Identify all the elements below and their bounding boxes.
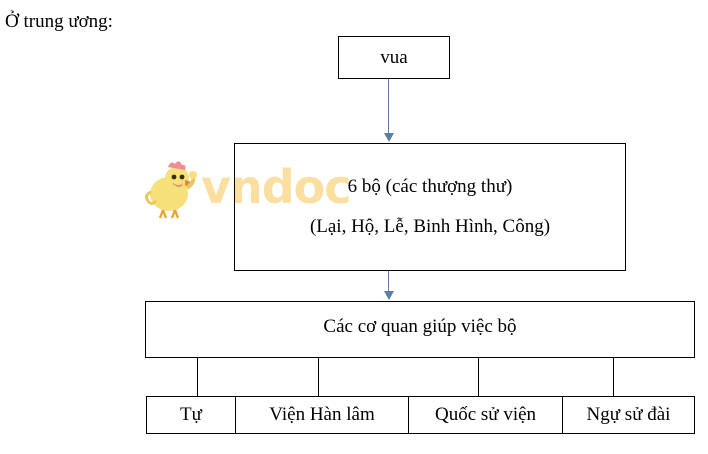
node-six-ministries-label: 6 bộ (các thượng thư) (347, 176, 513, 197)
connector-agencies-to-leaf-0 (197, 358, 199, 396)
node-leaf-ngu-su-dai-label: Ngự sử đài (586, 404, 671, 425)
node-leaf-tu-label: Tự (180, 404, 202, 425)
node-leaf-ngu-su-dai: Ngự sử đài (562, 396, 695, 434)
node-king-label: vua (380, 46, 408, 68)
node-leaf-tu: Tự (146, 396, 236, 434)
connector-king-to-ministries-arrowhead (384, 133, 394, 142)
connector-agencies-to-leaf-3 (613, 358, 615, 396)
node-leaf-quoc-su-vien-label: Quốc sử viện (434, 404, 537, 425)
node-six-ministries: 6 bộ (các thượng thư) (Lại, Hộ, Lễ, Binh… (234, 143, 626, 271)
node-six-ministries-sublabel: (Lại, Hộ, Lễ, Binh Hình, Công) (309, 216, 551, 237)
connector-agencies-to-leaf-2 (478, 358, 480, 396)
node-agencies: Các cơ quan giúp việc bộ (145, 301, 695, 358)
node-leaf-quoc-su-vien: Quốc sử viện (408, 396, 563, 434)
page-title: Ở trung ương: (5, 11, 113, 32)
connector-ministries-to-agencies-arrowhead (384, 291, 394, 300)
connector-agencies-to-leaf-1 (318, 358, 320, 396)
connector-king-to-ministries-line (388, 79, 389, 135)
node-leaf-vien-han-lam-label: Viện Hàn lâm (269, 404, 375, 425)
node-agencies-label: Các cơ quan giúp việc bộ (323, 316, 517, 337)
chick-icon (145, 161, 197, 219)
node-king: vua (338, 36, 450, 79)
node-leaf-vien-han-lam: Viện Hàn lâm (235, 396, 409, 434)
connector-ministries-to-agencies-line (388, 271, 389, 293)
